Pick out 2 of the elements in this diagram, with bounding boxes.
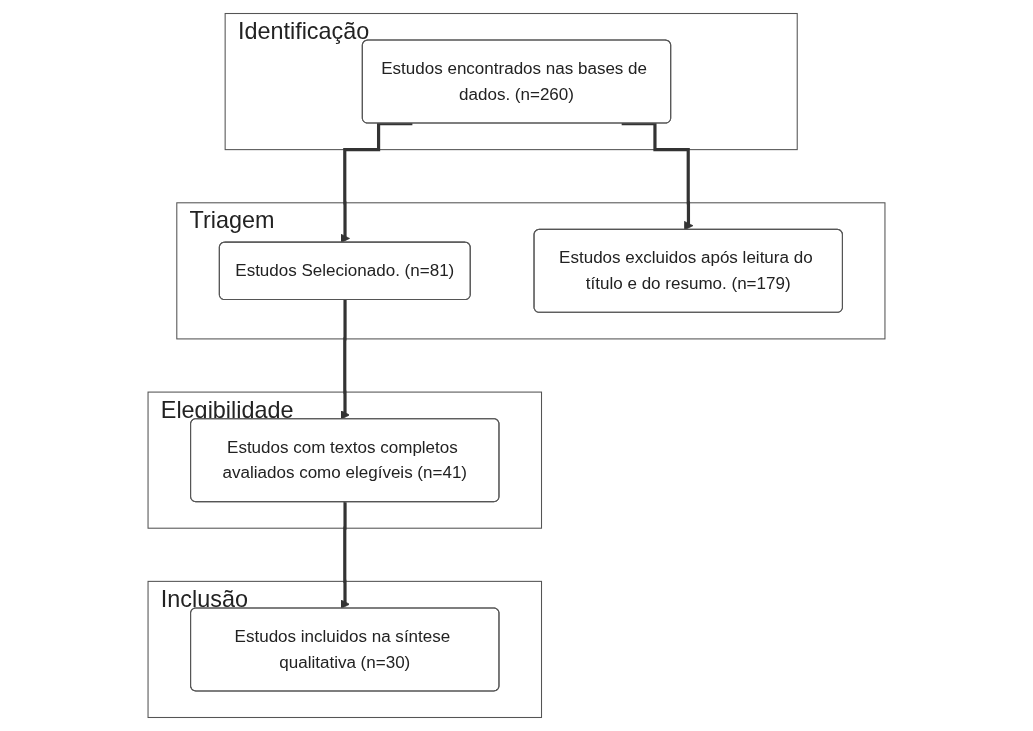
arrow: [340, 500, 350, 609]
arrow: [340, 298, 350, 420]
